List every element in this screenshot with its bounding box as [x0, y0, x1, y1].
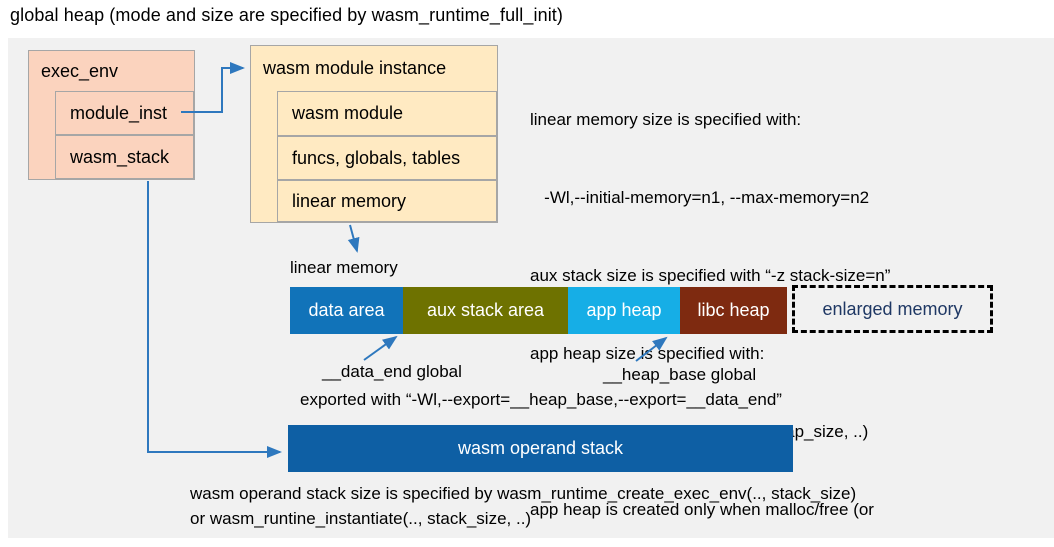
exec-env-header: exec_env	[41, 60, 119, 81]
segment-libc-heap: libc heap	[680, 287, 787, 334]
exec-env-box: exec_env module_inst wasm_stack	[28, 50, 195, 180]
exec-env-row-wasm-stack: wasm_stack	[55, 135, 194, 179]
operand-stack-note-line2: or wasm_runtine_instantiate(.., stack_si…	[190, 509, 532, 528]
module-instance-header: wasm module instance	[263, 58, 447, 78]
operand-stack-note-line1: wasm operand stack size is specified by …	[190, 484, 857, 503]
data-end-global-label: __data_end global	[322, 362, 462, 381]
note-line: app heap is created only when malloc/fre…	[530, 500, 874, 519]
segment-data-area: data area	[290, 287, 403, 334]
linear-memory-bar: data area aux stack area app heap libc h…	[290, 287, 787, 334]
note-line: aux stack size is specified with “-z sta…	[530, 266, 891, 285]
module-instance-row-wasm-module: wasm module	[277, 91, 497, 136]
segment-app-heap: app heap	[568, 287, 680, 334]
module-instance-row-linear-memory: linear memory	[277, 180, 497, 222]
wasm-operand-stack-bar: wasm operand stack	[288, 425, 793, 472]
exec-env-row-module-inst: module_inst	[55, 91, 194, 135]
segment-aux-stack-area: aux stack area	[403, 287, 568, 334]
note-line: app heap size is specified with:	[530, 344, 765, 363]
linear-memory-label: linear memory	[290, 258, 398, 277]
heap-base-global-label: __heap_base global	[603, 365, 757, 384]
note-line: -Wl,--initial-memory=n1, --max-memory=n2	[530, 188, 870, 207]
note-line: linear memory size is specified with:	[530, 110, 802, 129]
module-instance-box: wasm module instance wasm module funcs, …	[250, 45, 498, 223]
enlarged-memory-box: enlarged memory	[792, 285, 993, 333]
exported-with-label: exported with “-Wl,--export=__heap_base,…	[300, 390, 782, 409]
page-title: global heap (mode and size are specified…	[10, 5, 563, 25]
module-instance-row-funcs-globals-tables: funcs, globals, tables	[277, 136, 497, 180]
